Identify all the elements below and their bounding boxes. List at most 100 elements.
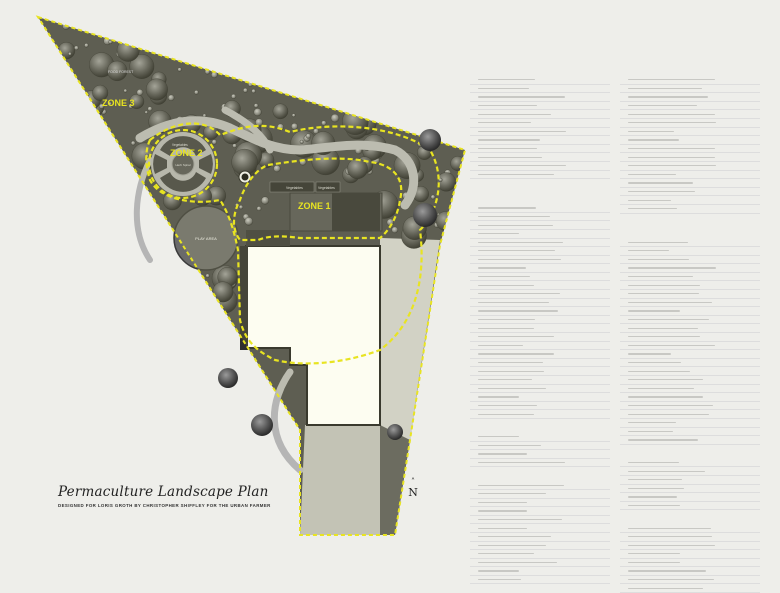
- schedule-row: [620, 188, 760, 197]
- schedule-row: [620, 419, 760, 428]
- tree: [261, 196, 270, 205]
- north-arrow-icon: ˄: [411, 477, 415, 486]
- tree: [144, 110, 148, 114]
- zone3-boundary: [35, 15, 467, 536]
- schedule-row: [620, 119, 760, 128]
- schedule-row: [470, 350, 610, 359]
- tree: [272, 103, 289, 120]
- zone2-ring: [147, 128, 219, 200]
- schedule-row: [470, 393, 610, 402]
- vegetables-label-2: Vegetables: [318, 186, 335, 190]
- schedule-row: [620, 542, 760, 551]
- schedule-section: [620, 68, 760, 73]
- tree: [413, 203, 437, 227]
- schedule-row: [470, 516, 610, 525]
- schedule-row: [620, 136, 760, 145]
- schedule-row: [470, 499, 610, 508]
- schedule-row: [470, 213, 610, 222]
- tree: [108, 40, 113, 44]
- tree: [347, 158, 368, 179]
- vegetable-bed-1: [269, 181, 315, 193]
- tree: [194, 90, 199, 95]
- schedule-row: [620, 342, 760, 351]
- zone3-label: ZONE 3: [102, 98, 135, 108]
- schedule-section: [620, 220, 760, 225]
- schedule-row: [620, 179, 760, 188]
- schedule-section: [620, 451, 760, 456]
- schedule-row: [470, 230, 610, 239]
- zones: [35, 15, 467, 536]
- schedule-row: [470, 221, 610, 230]
- schedule-row: [620, 145, 760, 154]
- schedule-row: [620, 584, 760, 593]
- schedule-row: [620, 476, 760, 485]
- schedule-row: [470, 410, 610, 419]
- schedule-row: [620, 264, 760, 273]
- path-loop: [221, 106, 274, 154]
- schedule-row: [620, 256, 760, 265]
- schedule-section: [470, 185, 610, 190]
- schedule-row: [470, 324, 610, 334]
- tree: [177, 67, 182, 72]
- schedule-row: [470, 459, 610, 468]
- vegetable-beds: Vegetables Vegetables Vegetables: [172, 143, 383, 232]
- schedule-row: [470, 524, 610, 533]
- schedule-row: [470, 490, 610, 499]
- schedule-row: [470, 542, 610, 551]
- path-south: [270, 368, 304, 474]
- schedule-section: [620, 231, 760, 236]
- schedule-row: [470, 567, 610, 576]
- schedule-row: [470, 119, 610, 128]
- schedule-row: [620, 376, 760, 385]
- schedule-row: [620, 533, 760, 542]
- schedule-row: [620, 110, 760, 119]
- tree: [305, 133, 311, 139]
- schedule-row: [620, 273, 760, 282]
- deck: [240, 246, 248, 350]
- schedule-row: [470, 290, 610, 299]
- tree: [330, 113, 340, 123]
- vegetable-bed-2: [315, 181, 341, 193]
- main-path: [135, 116, 419, 210]
- tree: [299, 139, 304, 144]
- play-area-label: PLAY AREA: [195, 236, 217, 241]
- schedule-row: [620, 459, 760, 468]
- mandala-garden: [151, 132, 215, 196]
- tree: [107, 60, 128, 81]
- tree: [321, 120, 327, 126]
- vegetables-label-3: Vegetables: [172, 143, 188, 147]
- schedule-row: [620, 402, 760, 411]
- schedule-row: [620, 102, 760, 111]
- schedule-row: [470, 162, 610, 171]
- schedule-row: [470, 433, 610, 442]
- tree: [391, 226, 399, 234]
- schedule-section: [470, 196, 610, 201]
- herb-spiral-label: Herb Spiral: [175, 163, 190, 167]
- tree: [130, 140, 136, 146]
- tree: [74, 45, 79, 51]
- tree: [436, 172, 456, 192]
- zone2-label: ZONE 2: [170, 148, 203, 158]
- schedule-row: [470, 307, 610, 316]
- schedule-row: [470, 316, 610, 325]
- tree: [255, 118, 263, 127]
- schedule-row: [620, 85, 760, 94]
- tree: [291, 123, 298, 130]
- vegetables-label-1: Vegetables: [286, 186, 303, 190]
- schedule-row: [620, 436, 760, 445]
- schedule-row: [470, 171, 610, 180]
- north-indicator: ˄ N: [403, 477, 423, 500]
- tree: [253, 103, 259, 108]
- tree: [147, 106, 153, 112]
- schedule-row: [620, 502, 760, 511]
- schedule-row: [470, 145, 610, 154]
- landscape-plan: PLAY AREA Herb Spiral Vegetables Vegetab…: [35, 15, 467, 536]
- schedule-row: [470, 450, 610, 459]
- plan-title: Permaculture Landscape Plan: [58, 484, 269, 500]
- schedule-row: [620, 324, 760, 334]
- tree: [251, 88, 256, 94]
- schedule-row: [470, 281, 610, 291]
- tree: [238, 204, 244, 210]
- tree: [145, 78, 168, 101]
- schedule-row: [620, 393, 760, 402]
